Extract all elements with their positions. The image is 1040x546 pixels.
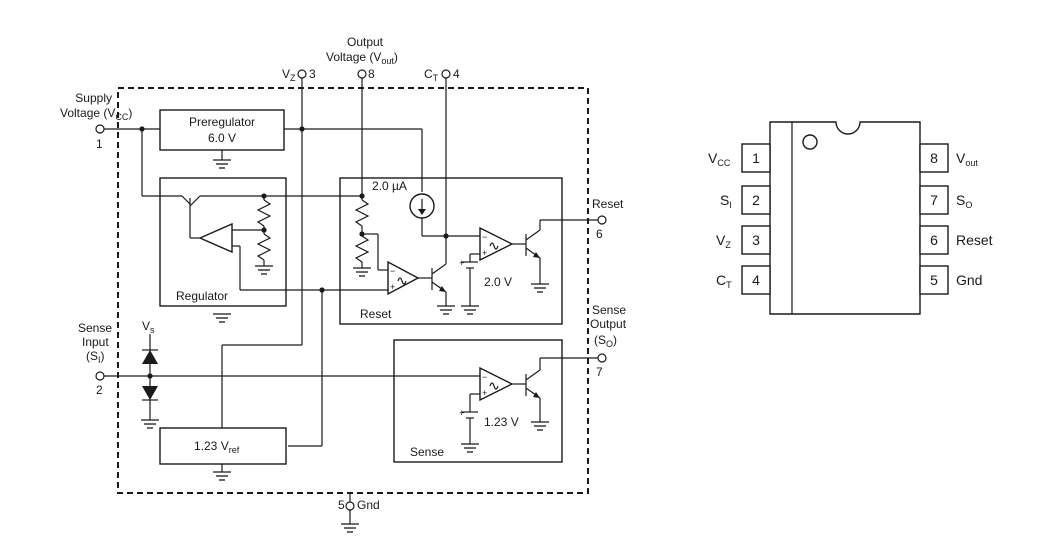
pkg-pin-1-number: 1 [752, 150, 760, 166]
svg-text:−: − [390, 266, 395, 276]
vref-block: 1.23 Vref [159, 427, 287, 465]
vout-label-line2: Voltage (Vout) [326, 50, 398, 66]
regulator-block: Regulator [159, 177, 287, 307]
preregulator-label: Preregulator [189, 115, 255, 129]
pkg-pin-4-number: 4 [752, 272, 760, 288]
pkg-pin-1-name: VCC [708, 150, 731, 168]
gnd-pin: 5 Gnd [338, 498, 380, 512]
vout-label-line1: Output [347, 35, 384, 49]
pkg-pin-5-number: 5 [930, 272, 938, 288]
svg-text:+: + [459, 408, 464, 418]
sense-input-line1: Sense [78, 321, 112, 335]
svg-text:+: + [482, 388, 487, 398]
supply-pin: Supply Voltage (VCC) 1 [60, 91, 132, 151]
gnd-pin-number: 5 [338, 498, 345, 512]
sense-input-line2: Input [82, 335, 109, 349]
sense-output-line1: Sense [592, 303, 626, 317]
svg-text:+: + [482, 248, 487, 258]
svg-text:−: − [482, 372, 487, 382]
svg-text:−: − [482, 232, 487, 242]
sense-output-number: 7 [596, 365, 603, 379]
vout-pin: Output Voltage (Vout) 8 [326, 35, 398, 81]
reset-ref-value: 2.0 V [484, 275, 512, 289]
reset-block: Reset [339, 177, 563, 325]
package-body [769, 121, 921, 315]
pkg-pin-8-name: Vout [956, 150, 978, 168]
vz-label: VZ [282, 67, 296, 83]
sense-block: Sense [393, 339, 563, 463]
supply-label-line2: Voltage (VCC) [60, 106, 132, 122]
reset-block-label: Reset [360, 307, 392, 321]
sense-input-line3: (SI) [86, 349, 105, 365]
vout-pin-number: 8 [368, 67, 375, 81]
supply-pin-number: 1 [96, 137, 103, 151]
preregulator-block: Preregulator 6.0 V [159, 109, 285, 151]
sense-ref-value: 1.23 V [484, 415, 519, 429]
current-source-value: 2.0 µA [372, 179, 407, 193]
ct-pin-number: 4 [453, 67, 460, 81]
pkg-pin-3-name: VZ [716, 232, 731, 250]
pkg-pin-6-name: Reset [956, 232, 993, 248]
ic-boundary [117, 87, 589, 494]
ct-label: CT [424, 67, 439, 83]
ct-pin: CT 4 [424, 67, 460, 83]
reset-pin: Reset 6 [592, 197, 624, 241]
vz-pin: VZ 3 [282, 67, 316, 83]
gnd-pin-label: Gnd [357, 498, 380, 512]
sense-output-line2: Output [590, 317, 627, 331]
pkg-pin-3-number: 3 [752, 232, 760, 248]
vz-pin-number: 3 [309, 67, 316, 81]
pkg-pin-6-number: 6 [930, 232, 938, 248]
pkg-pin-2-number: 2 [752, 192, 760, 208]
reset-pin-number: 6 [596, 227, 603, 241]
pkg-pin-4-name: CT [716, 272, 732, 290]
vs-label: Vs [142, 319, 155, 335]
sense-input-pin: Sense Input (SI) 2 [78, 321, 112, 397]
pkg-pin-8-number: 8 [930, 150, 938, 166]
pkg-pin-7-name: SO [956, 192, 972, 210]
sense-block-label: Sense [410, 445, 444, 459]
svg-text:+: + [390, 282, 395, 292]
regulator-label: Regulator [176, 289, 228, 303]
sense-output-pin: Sense Output (SO) 7 [590, 303, 627, 379]
vref-label: 1.23 Vref [194, 439, 240, 455]
svg-text:+: + [459, 258, 464, 268]
pin1-marker-dot [802, 134, 818, 150]
reset-pin-label: Reset [592, 197, 624, 211]
sense-input-number: 2 [96, 383, 103, 397]
preregulator-voltage: 6.0 V [208, 131, 236, 145]
pkg-pin-7-number: 7 [930, 192, 938, 208]
supply-label-line1: Supply [75, 91, 112, 105]
pkg-pin-5-name: Gnd [956, 272, 982, 288]
pkg-pin-2-name: SI [720, 192, 732, 210]
sense-output-line3: (SO) [594, 333, 617, 349]
package-pinout: 1 2 3 4 VCC SI VZ CT 8 7 6 5 Vout SO Res… [708, 121, 993, 315]
